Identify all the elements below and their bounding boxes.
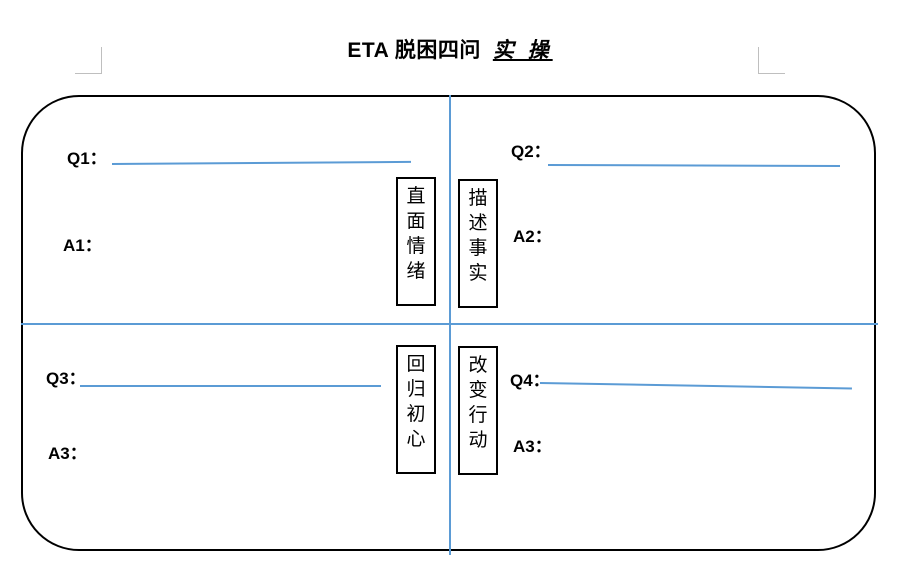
step-char: 直 bbox=[406, 185, 426, 207]
step-char: 实 bbox=[468, 262, 488, 284]
q1-label: Q1： bbox=[67, 149, 107, 168]
q3-label: Q3： bbox=[46, 369, 86, 388]
title-main: ETA 脱困四问 bbox=[347, 39, 481, 62]
step-char: 面 bbox=[406, 210, 426, 232]
step-char: 绪 bbox=[406, 260, 426, 282]
step-char: 事 bbox=[468, 237, 488, 259]
q4-label: Q4： bbox=[510, 371, 550, 390]
step-char: 回 bbox=[406, 353, 426, 375]
title-emphasis: 实 操 bbox=[492, 39, 553, 62]
step-char: 动 bbox=[468, 429, 488, 451]
crop-mark-top-left bbox=[75, 47, 102, 74]
step-box-describe-facts: 描 述 事 实 bbox=[458, 179, 498, 308]
step-char: 归 bbox=[406, 378, 426, 400]
a2-label: A2： bbox=[513, 227, 552, 246]
step-char: 初 bbox=[406, 403, 426, 425]
step-char: 描 bbox=[468, 187, 488, 209]
step-char: 述 bbox=[468, 212, 488, 234]
crop-mark-top-right bbox=[758, 47, 785, 74]
step-char: 变 bbox=[468, 379, 488, 401]
q2-label: Q2： bbox=[511, 142, 551, 161]
horizontal-divider bbox=[21, 323, 878, 325]
q3-answer-line[interactable] bbox=[80, 385, 381, 387]
vertical-divider bbox=[449, 95, 451, 555]
step-char: 情 bbox=[406, 235, 426, 257]
page-title: ETA 脱困四问实 操 bbox=[0, 34, 900, 64]
a3-label: A3： bbox=[48, 444, 87, 463]
step-box-change-action: 改 变 行 动 bbox=[458, 346, 498, 475]
step-char: 心 bbox=[406, 428, 426, 450]
a4-label: A3： bbox=[513, 437, 552, 456]
step-char: 行 bbox=[468, 404, 488, 426]
step-char: 改 bbox=[468, 354, 488, 376]
step-box-face-emotion: 直 面 情 绪 bbox=[396, 177, 436, 306]
step-box-return-to-origin: 回 归 初 心 bbox=[396, 345, 436, 474]
a1-label: A1： bbox=[63, 236, 102, 255]
